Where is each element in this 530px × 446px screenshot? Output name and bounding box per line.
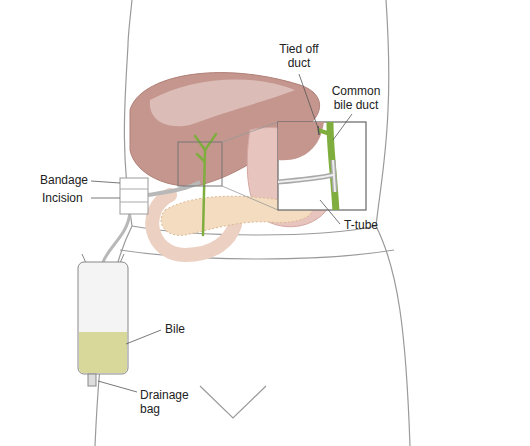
duct-branch [197, 154, 205, 162]
leader-lines [91, 74, 352, 392]
part-label: Bandage [40, 173, 88, 187]
bandage-strip [120, 189, 148, 190]
part-label: Incision [42, 191, 83, 205]
bandage-strip [120, 202, 148, 203]
leader-line [98, 381, 137, 392]
body-outline [95, 0, 410, 446]
part-label: T-tube [344, 218, 378, 232]
leader-line [91, 198, 120, 199]
hip-right [376, 226, 410, 446]
part-label: Tied off duct [273, 42, 325, 70]
drainage-bag [78, 254, 128, 386]
drain-tube [103, 212, 130, 262]
duct-branch [195, 136, 205, 150]
tied-duct [318, 130, 330, 134]
leader-line [333, 114, 352, 140]
torso-right [376, 0, 389, 226]
inset-t-tube [278, 160, 335, 192]
part-label: Bile [165, 322, 185, 336]
t-tube-line [148, 182, 200, 195]
bag-outlet [88, 374, 96, 386]
inset-t-tube-core [278, 160, 335, 192]
inset-detail [278, 122, 336, 210]
part-label: Drainage bag [140, 388, 196, 416]
bile-fill [79, 332, 127, 373]
leader-line [91, 181, 120, 183]
leader-line [126, 330, 161, 344]
inset-marker [178, 142, 222, 186]
inset-liver [278, 122, 324, 160]
groin [200, 386, 266, 418]
liver-highlight [150, 79, 295, 126]
inset-guide [222, 122, 278, 142]
leader-line [320, 200, 340, 224]
bandage [120, 178, 148, 214]
inset-guide [222, 186, 278, 210]
leader-line [299, 74, 318, 128]
part-label: Common bile duct [326, 84, 386, 112]
bandage-pad [120, 178, 148, 214]
bag-body [78, 262, 128, 374]
inset-frame [278, 122, 366, 210]
